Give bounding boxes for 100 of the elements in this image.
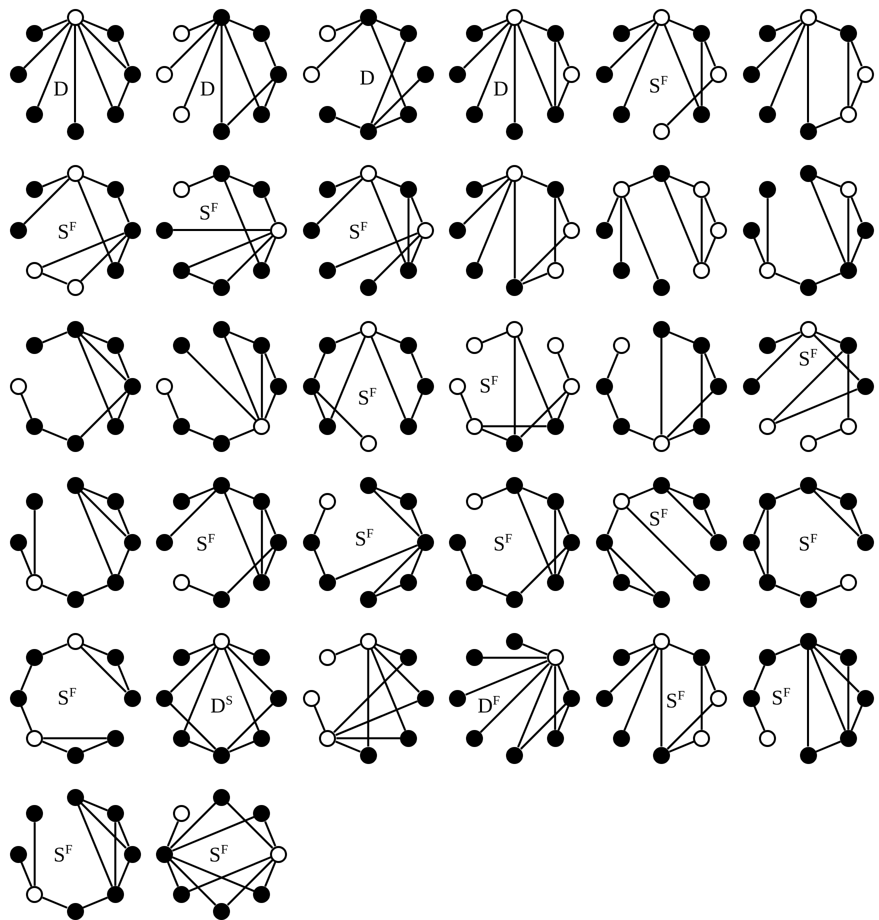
graph-edge <box>184 648 220 731</box>
graph-vertex <box>710 690 727 706</box>
graph-edge <box>514 26 516 122</box>
graph-vertex <box>319 574 336 591</box>
graph-edge <box>668 331 694 344</box>
graph-vertex <box>10 534 26 550</box>
graph-vertex <box>400 649 417 666</box>
graph-edge <box>226 235 274 282</box>
graph-edge <box>610 646 656 693</box>
graph-vertex <box>26 337 44 354</box>
graph-edge <box>606 393 619 419</box>
graph-edge <box>224 648 260 731</box>
graph-vertex <box>124 690 140 706</box>
graph-edge <box>815 584 841 597</box>
graph-edge <box>82 19 108 32</box>
graph-vertex <box>213 122 230 140</box>
graph-edge <box>606 353 619 379</box>
graph-vertex <box>10 66 26 82</box>
graph-vertex <box>66 632 84 650</box>
graph-vertex <box>253 262 270 279</box>
graph-edge <box>264 197 276 223</box>
graph-edge <box>316 391 363 438</box>
graph-vertex <box>66 788 84 806</box>
graph-label: S$^{F}$ <box>666 690 685 712</box>
graph-edge <box>118 821 130 847</box>
graph-edge <box>554 510 556 574</box>
graph-edge <box>700 198 703 262</box>
graph-vertex <box>742 222 760 238</box>
graph-vertex <box>400 493 417 510</box>
graph-label: S$^{F}$ <box>196 534 216 554</box>
graph-edge <box>775 584 801 597</box>
graph-edge <box>557 705 570 731</box>
graph-edge <box>700 42 703 106</box>
graph-edge <box>660 338 662 434</box>
graph-vertex <box>759 106 776 123</box>
graph-vertex <box>506 8 524 26</box>
graph-edge <box>82 799 108 812</box>
graph-edge <box>114 822 116 886</box>
graph-vertex <box>693 181 710 198</box>
graph-vertex <box>612 337 630 354</box>
graph-edge <box>557 393 570 419</box>
graph-edge <box>335 544 418 580</box>
graph-vertex <box>612 649 630 666</box>
graph-vertex <box>840 574 857 591</box>
graph-edge <box>704 197 716 223</box>
graph-edge <box>704 665 716 691</box>
graph-vertex <box>319 106 336 123</box>
graph-vertex <box>106 25 124 42</box>
graph-edge <box>82 643 108 656</box>
graph-edge <box>42 232 125 268</box>
graph-edge <box>314 705 326 731</box>
graph-vertex <box>693 418 710 435</box>
graph-edge <box>753 705 766 731</box>
graph-edge <box>628 584 654 597</box>
graph-vertex <box>319 493 336 510</box>
graph-vertex <box>400 337 417 354</box>
graph-vertex <box>319 181 336 198</box>
graph-edge <box>173 229 270 231</box>
graph-edge <box>260 354 263 418</box>
graph-vertex <box>612 25 630 42</box>
graph-vertex <box>172 337 190 354</box>
graph-label: S$^{F}$ <box>58 688 76 708</box>
graph-edge <box>118 393 130 419</box>
graph-edge <box>118 509 130 535</box>
graph-vertex <box>800 320 816 338</box>
graph-edge <box>460 549 472 575</box>
graph-vertex <box>449 690 466 706</box>
graph-vertex <box>253 25 270 42</box>
graph-vertex <box>172 418 190 435</box>
graph-vertex <box>26 574 44 591</box>
graph-vertex <box>506 278 524 296</box>
graph-edge <box>756 22 803 69</box>
graph-vertex <box>302 534 320 550</box>
graph-vertex <box>506 320 524 338</box>
graph-label: D$^{S}$ <box>210 696 233 716</box>
graph-vertex <box>742 66 760 82</box>
graph-vertex <box>124 66 140 82</box>
graph-vertex <box>106 106 124 123</box>
graph-edge <box>460 393 472 419</box>
graph-vertex <box>270 222 288 238</box>
graph-edge <box>374 235 420 282</box>
graph-edge <box>626 507 696 577</box>
graph-vertex <box>466 337 483 354</box>
graph-vertex <box>840 418 857 435</box>
graph-edge <box>815 740 841 753</box>
graph-edge <box>815 331 841 344</box>
graph-edge <box>813 490 860 537</box>
graph-edge <box>118 81 130 107</box>
graph-vertex <box>213 434 230 452</box>
graph-edge <box>666 79 714 126</box>
graph-edge <box>753 237 766 263</box>
graph-vertex <box>800 434 816 452</box>
graph-edge <box>517 665 553 748</box>
graph-vertex <box>360 122 377 140</box>
graph-vertex <box>156 378 174 394</box>
graph-edge <box>335 740 361 753</box>
graph-edge <box>628 487 654 500</box>
graph-edge <box>480 663 550 733</box>
graph-edge <box>264 353 276 379</box>
graph-edge <box>410 509 423 535</box>
